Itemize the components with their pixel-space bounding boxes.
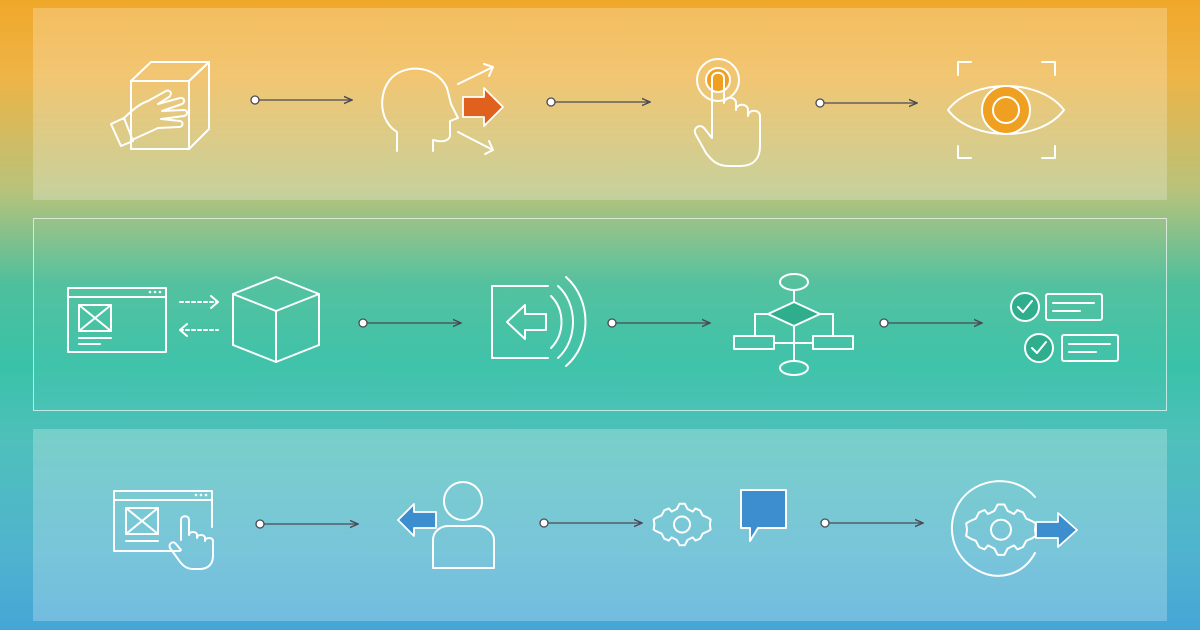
browser-tap-icon — [113, 490, 214, 570]
eye-focus-icon — [947, 61, 1065, 159]
connector-3-1 — [255, 519, 358, 529]
connector-2-2 — [607, 318, 710, 328]
checklist-icon — [1010, 292, 1119, 363]
sound-return-icon — [491, 276, 587, 367]
finger-tap-icon — [693, 58, 761, 167]
connector-1-2 — [546, 97, 650, 107]
connector-3-2 — [539, 518, 642, 528]
hand-touching-box-icon — [110, 61, 210, 150]
user-arrow-icon — [397, 481, 495, 569]
connector-1-1 — [250, 95, 352, 105]
connector-2-3 — [879, 318, 982, 328]
connector-3-3 — [820, 518, 923, 528]
row-1-panel — [33, 8, 1167, 200]
row-3-panel — [33, 429, 1167, 621]
connector-1-3 — [815, 98, 917, 108]
row-2-panel — [33, 218, 1167, 411]
browser-exchange-cube-icon — [67, 276, 320, 363]
gear-chat-icon — [652, 489, 787, 547]
person-speaking-icon — [381, 63, 504, 155]
gear-export-icon — [950, 480, 1078, 577]
connector-2-1 — [358, 318, 461, 328]
flowchart-icon — [733, 273, 854, 376]
